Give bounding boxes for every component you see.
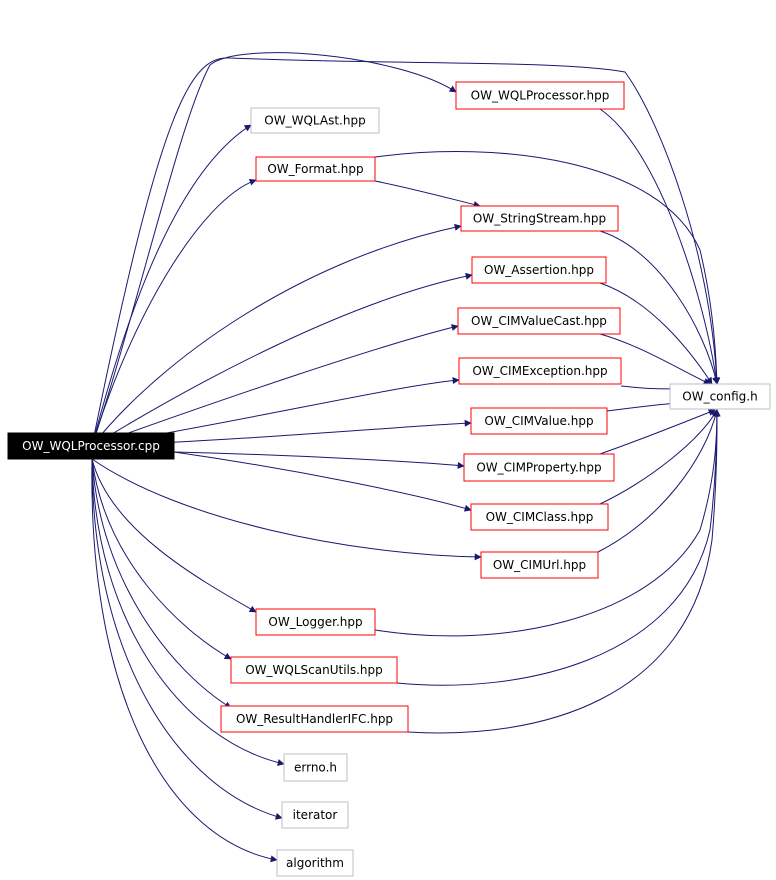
edge-n3-n18: [374, 151, 721, 385]
node-iterator: iterator: [281, 801, 349, 829]
node-label: OW_config.h: [682, 390, 757, 404]
node-box: [458, 357, 622, 385]
edge-n14-n18: [407, 409, 721, 734]
node-box: [255, 608, 376, 636]
edge-n4-n18: [599, 230, 720, 385]
node-ow-cimproperty-hpp[interactable]: OW_CIMProperty.hpp: [463, 453, 615, 482]
node-label: OW_Assertion.hpp: [484, 263, 594, 277]
node-label: OW_CIMProperty.hpp: [476, 461, 601, 475]
node-ow-wqlprocessor-cpp: OW_WQLProcessor.cpp: [7, 432, 175, 460]
edge-n0-n4: [91, 223, 462, 447]
nodes-layer: OW_WQLProcessor.cpp OW_WQLProcessor.hppOW…: [7, 81, 771, 877]
node-ow-wqlscanutils-hpp[interactable]: OW_WQLScanUtils.hpp: [230, 656, 398, 684]
edge-n13-n18: [396, 409, 721, 686]
node-ow-resulthandlerifc-hpp[interactable]: OW_ResultHandlerIFC.hpp: [220, 705, 409, 733]
node-label: OW_WQLProcessor.cpp: [22, 439, 160, 453]
node-ow-format-hpp[interactable]: OW_Format.hpp: [255, 156, 376, 182]
node-errno-h: errno.h: [283, 753, 348, 782]
node-box: [470, 503, 609, 531]
node-ow-wqlast-hpp: OW_WQLAst.hpp: [250, 107, 380, 134]
node-box: [230, 656, 398, 684]
node-label: OW_ResultHandlerIFC.hpp: [236, 712, 393, 726]
node-label: iterator: [293, 808, 338, 822]
node-label: OW_WQLProcessor.hpp: [471, 89, 610, 103]
edge-n6-n18: [599, 333, 711, 385]
node-ow-logger-hpp[interactable]: OW_Logger.hpp: [255, 608, 376, 636]
node-ow-assertion-hpp[interactable]: OW_Assertion.hpp: [471, 256, 607, 284]
node-ow-config-h: OW_config.h: [669, 383, 771, 410]
node-box: [283, 753, 348, 782]
edge-n0-n6: [91, 324, 459, 447]
edge-n0-n15: [91, 458, 285, 766]
node-box: [457, 307, 621, 335]
node-label: algorithm: [286, 856, 344, 870]
node-box: [220, 705, 409, 733]
node-box: [276, 849, 354, 877]
node-box: [255, 156, 376, 182]
node-ow-cimvalue-hpp[interactable]: OW_CIMValue.hpp: [470, 407, 608, 435]
node-label: OW_StringStream.hpp: [473, 212, 606, 226]
node-label: OW_Format.hpp: [267, 162, 363, 176]
edge-n0-n16: [91, 458, 283, 820]
node-label: errno.h: [294, 761, 337, 775]
edge-n11-n18: [597, 409, 719, 553]
node-label: OW_CIMException.hpp: [472, 364, 607, 378]
node-box: [250, 107, 380, 134]
node-ow-cimvaluecast-hpp[interactable]: OW_CIMValueCast.hpp: [457, 307, 621, 335]
node-box: [7, 432, 175, 460]
node-label: OW_WQLAst.hpp: [264, 114, 365, 128]
edge-n10-n18: [599, 409, 718, 505]
node-box: [669, 383, 771, 410]
node-box: [471, 256, 607, 284]
edge-n0-n13: [91, 458, 232, 660]
edge-n0-n11: [91, 458, 482, 561]
edge-n5-n18: [599, 282, 713, 385]
edge-n0-n9: [173, 451, 465, 469]
edge-n0-n2: [91, 124, 252, 447]
node-ow-stringstream-hpp[interactable]: OW_StringStream.hpp: [460, 205, 619, 232]
node-ow-cimurl-hpp[interactable]: OW_CIMUrl.hpp: [480, 551, 599, 579]
node-label: OW_CIMClass.hpp: [486, 510, 594, 524]
node-algorithm: algorithm: [276, 849, 354, 877]
node-box: [455, 81, 625, 110]
edge-n0-n3: [91, 178, 257, 447]
node-box: [470, 407, 608, 435]
node-label: OW_CIMValueCast.hpp: [471, 314, 607, 328]
node-label: OW_Logger.hpp: [268, 615, 362, 629]
node-ow-cimexception-hpp[interactable]: OW_CIMException.hpp: [458, 357, 622, 385]
edge-n3-n4: [374, 180, 481, 208]
node-ow-cimclass-hpp[interactable]: OW_CIMClass.hpp: [470, 503, 609, 531]
node-box: [463, 453, 615, 482]
edge-n12-n18: [374, 409, 721, 637]
node-box: [460, 205, 619, 232]
edges-layer: [91, 52, 721, 863]
node-ow-wqlprocessor-hpp[interactable]: OW_WQLProcessor.hpp: [455, 81, 625, 110]
edge-n9-n18: [599, 409, 716, 455]
edge-n0-n12: [91, 458, 257, 613]
node-label: OW_CIMValue.hpp: [484, 414, 593, 428]
edge-n1-n18: [599, 108, 720, 385]
node-label: OW_WQLScanUtils.hpp: [245, 663, 383, 677]
edge-n0-n10: [173, 451, 472, 512]
node-label: OW_CIMUrl.hpp: [493, 558, 586, 572]
edge-n0-n18: [91, 57, 721, 447]
edge-n0-n14: [91, 458, 232, 709]
node-box: [281, 801, 349, 829]
edge-n0-n17: [91, 458, 278, 863]
node-box: [480, 551, 599, 579]
edge-n0-n5: [91, 272, 473, 447]
